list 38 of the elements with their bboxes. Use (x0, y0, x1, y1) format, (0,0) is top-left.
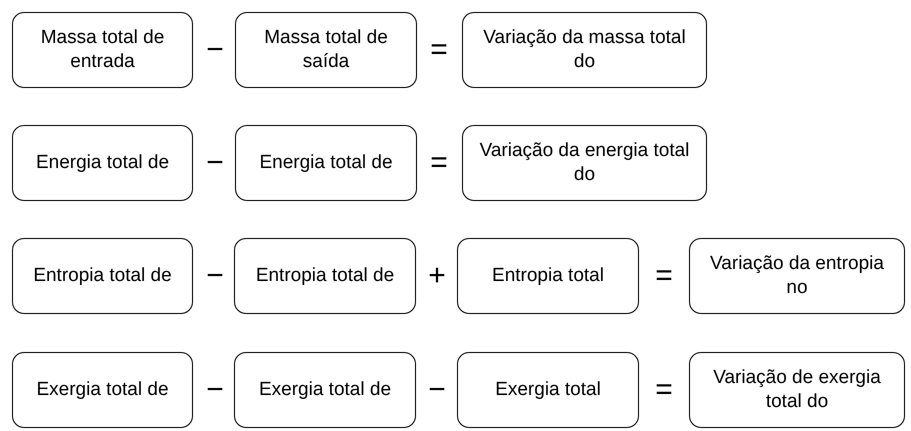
term-box (462, 12, 707, 88)
term-box (689, 238, 905, 314)
term-box (12, 12, 193, 88)
operator-sign: = (429, 148, 449, 178)
term-text: Exergia total (495, 378, 601, 402)
term-text: Massa total de saída (263, 26, 389, 74)
term-text: Entropia total (492, 264, 604, 288)
operator-sign: = (429, 35, 449, 65)
term-text: Massa total de entrada (40, 26, 166, 74)
term-text: Variação de exergia total do (712, 366, 882, 414)
term-text: Entropia total de (256, 264, 394, 288)
term-text: Variação da entropia no (709, 252, 885, 300)
term-box (12, 238, 193, 314)
operator-sign: = (654, 261, 674, 291)
operator-sign: − (205, 261, 225, 291)
term-box (234, 238, 416, 314)
term-box (12, 352, 193, 428)
operator-sign: + (427, 261, 447, 291)
term-box (235, 12, 417, 88)
term-box (689, 352, 905, 428)
term-text: Variação da energia total do (478, 139, 690, 187)
term-box (462, 125, 707, 201)
operator-sign: − (205, 375, 225, 405)
term-box (235, 125, 417, 201)
term-text: Exergia total de (258, 378, 392, 402)
operator-sign: = (654, 375, 674, 405)
operator-sign: − (205, 35, 225, 65)
term-box (12, 125, 193, 201)
term-text: Variação da massa total do (482, 26, 687, 74)
term-text: Energia total de (259, 151, 393, 175)
operator-sign: − (427, 375, 447, 405)
term-text: Energia total de (36, 151, 170, 175)
term-box (457, 352, 639, 428)
operator-sign: − (205, 148, 225, 178)
term-text: Entropia total de (33, 264, 172, 288)
term-box (234, 352, 416, 428)
term-box (457, 238, 639, 314)
term-text: Exergia total de (36, 378, 169, 402)
